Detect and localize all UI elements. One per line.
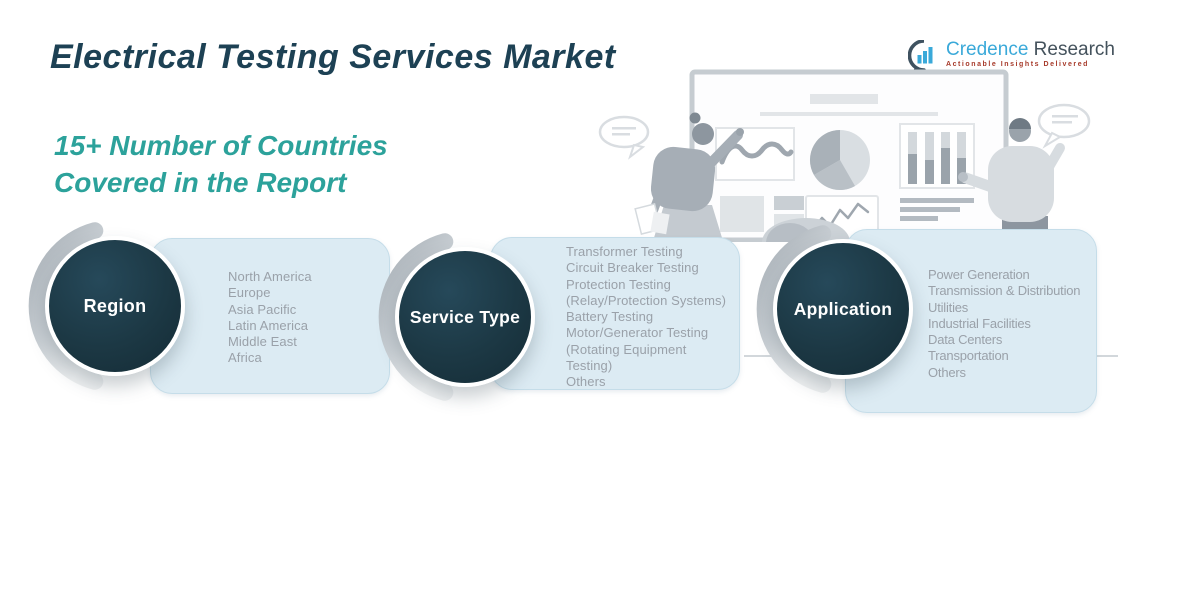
speech-bubble-right-icon: [1037, 103, 1091, 149]
service-type-circle: Service Type: [395, 247, 535, 387]
service-type-label: Service Type: [409, 306, 521, 327]
subtitle-line-2: Covered in the Report: [54, 167, 347, 198]
region-circle: Region: [45, 236, 185, 376]
list-item: Transmission & Distribution: [928, 283, 1081, 299]
whiteboard-illustration: [598, 69, 1091, 242]
list-item: Africa: [228, 350, 262, 366]
list-item: (Rotating Equipment: [566, 341, 687, 357]
list-item: Testing): [566, 358, 613, 374]
list-item: Others: [566, 374, 606, 390]
service-type-list: Transformer Testing Circuit Breaker Test…: [491, 238, 739, 391]
application-circle: Application: [773, 239, 913, 379]
speech-bubble-left-icon: [598, 115, 650, 160]
list-item: Protection Testing: [566, 276, 671, 292]
subtitle: 15+ Number of Countries Covered in the R…: [54, 127, 388, 201]
region-label: Region: [83, 295, 147, 316]
application-label: Application: [793, 298, 893, 319]
person-left: [634, 112, 744, 241]
list-item: Others: [928, 364, 966, 380]
list-item: Motor/Generator Testing: [566, 325, 709, 341]
list-item: Transportation: [928, 348, 1009, 364]
list-item: Circuit Breaker Testing: [566, 260, 699, 276]
application-list: Power Generation Transmission & Distribu…: [846, 230, 1096, 381]
list-item: Utilities: [928, 299, 969, 315]
list-item: Power Generation: [928, 267, 1030, 282]
line-chart-icon: [715, 127, 795, 181]
region-list: North America Europe Asia Pacific Latin …: [151, 239, 389, 367]
list-item: Transformer Testing: [566, 244, 683, 259]
list-item: Europe: [228, 285, 271, 301]
board-title-lines: [760, 94, 938, 116]
list-item: (Relay/Protection Systems): [566, 292, 727, 308]
list-item: Asia Pacific: [228, 301, 297, 317]
pie-chart-icon: [809, 130, 870, 191]
list-item: North America: [228, 269, 312, 284]
board-text-lines: [900, 198, 974, 221]
brand-logo[interactable]: Credence Research Actionable Insights De…: [908, 40, 1115, 74]
list-item: Data Centers: [928, 332, 1003, 348]
logo-text: Credence Research Actionable Insights De…: [946, 39, 1115, 69]
list-item: Industrial Facilities: [928, 315, 1031, 331]
subtitle-line-1: 15+ Number of Countries: [54, 130, 388, 161]
logo-name: Credence Research: [946, 39, 1115, 60]
list-item: Battery Testing: [566, 309, 654, 325]
logo-tagline: Actionable Insights Delivered: [946, 61, 1089, 68]
list-item: Middle East: [228, 334, 298, 350]
region-card: North America Europe Asia Pacific Latin …: [150, 238, 390, 394]
list-item: Latin America: [228, 317, 309, 333]
page-title: Electrical Testing Services Market: [50, 38, 616, 76]
